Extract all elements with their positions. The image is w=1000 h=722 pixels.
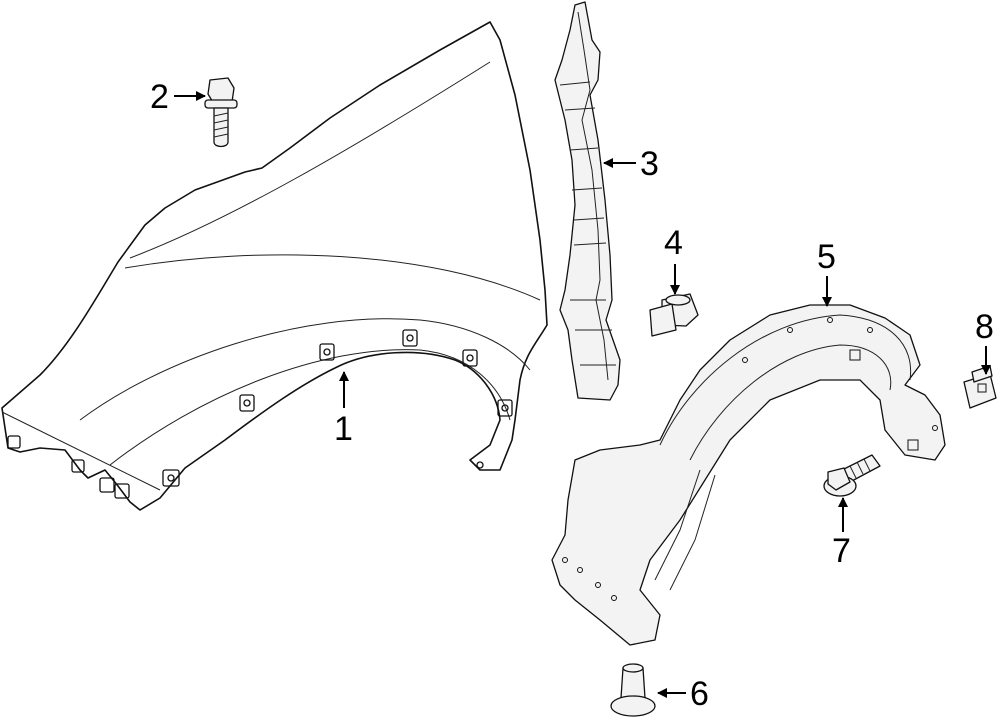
clip-body — [649, 303, 677, 337]
screw-head — [827, 467, 851, 491]
callout-number-4: 4 — [664, 224, 683, 262]
callout-2[interactable]: 2 — [150, 78, 206, 116]
bolt-washer — [204, 99, 238, 109]
push-clip-head — [610, 695, 656, 717]
callout-number-6: 6 — [690, 675, 709, 713]
fender-holes — [7, 329, 513, 499]
bracket-ribs — [559, 81, 616, 366]
liner-holes — [562, 317, 938, 601]
nut-hole — [977, 383, 987, 393]
callout-7[interactable]: 7 — [832, 497, 851, 570]
callout-3[interactable]: 3 — [603, 145, 659, 183]
fender-crease-top — [129, 61, 491, 259]
liner-rim — [659, 314, 912, 446]
callout-number-5: 5 — [817, 238, 836, 276]
bracket-body — [554, 1, 621, 401]
liner-inner-rim — [689, 344, 892, 461]
callout-number-3: 3 — [640, 145, 659, 183]
fender-crease-line — [124, 254, 541, 301]
fender-arch-outer — [79, 318, 531, 421]
callout-number-1: 1 — [334, 410, 353, 448]
callout-number-7: 7 — [832, 532, 851, 570]
fender-edge — [1, 411, 161, 491]
push-clip-part[interactable] — [610, 663, 656, 717]
callout-1[interactable]: 1 — [334, 371, 353, 448]
clip-cap — [665, 294, 691, 306]
bolt-shank — [213, 107, 229, 148]
fender-liner-part[interactable] — [551, 304, 946, 646]
bolt-part[interactable] — [204, 77, 238, 148]
callout-5[interactable]: 5 — [817, 238, 836, 307]
screw-part[interactable] — [823, 454, 881, 497]
push-clip-top — [622, 663, 644, 673]
nut-part[interactable] — [963, 365, 997, 409]
clip-part[interactable] — [649, 293, 699, 337]
bracket-part[interactable] — [554, 1, 621, 401]
bracket-inner — [577, 11, 609, 381]
liner-groove — [654, 469, 716, 591]
bolt-thread — [213, 112, 229, 138]
fender-panel — [1, 21, 548, 511]
fender-arch-inner — [109, 349, 511, 466]
fender-part[interactable] — [1, 21, 548, 511]
callout-8[interactable]: 8 — [975, 308, 994, 375]
callout-6[interactable]: 6 — [657, 675, 709, 713]
callout-4[interactable]: 4 — [664, 224, 683, 295]
liner-outline — [551, 304, 946, 646]
screw-thread — [849, 458, 871, 479]
callout-number-8: 8 — [975, 308, 994, 346]
callout-number-2: 2 — [150, 78, 169, 116]
